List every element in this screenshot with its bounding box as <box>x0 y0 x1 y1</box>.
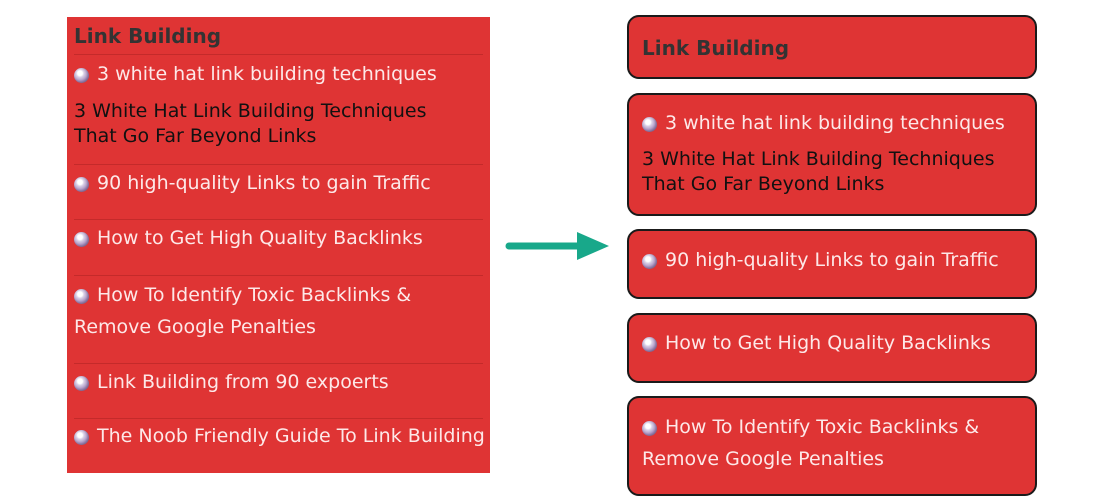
post-link-text[interactable]: Link Building from 90 expoerts <box>97 371 389 393</box>
post-link[interactable]: 90 high-quality Links to gain Traffic <box>642 247 1025 273</box>
list-item: Link Building from 90 expoerts <box>74 364 483 419</box>
list-item: 3 white hat link building techniques 3 W… <box>74 55 483 165</box>
widget-title-card: Link Building <box>627 15 1037 79</box>
post-link-text-cont[interactable]: Remove Google Penalties <box>74 316 316 338</box>
post-link[interactable]: How to Get High Quality Backlinks <box>642 330 1025 356</box>
post-link-text[interactable]: How to Get High Quality Backlinks <box>665 332 991 354</box>
globe-icon <box>74 288 89 304</box>
post-card: 90 high-quality Links to gain Traffic <box>627 229 1037 299</box>
arrow-right-icon <box>505 232 609 260</box>
post-card: How To Identify Toxic Backlinks & Remove… <box>627 396 1037 496</box>
globe-icon <box>642 336 657 352</box>
globe-icon <box>74 176 89 192</box>
post-link-text[interactable]: How To Identify Toxic Backlinks & <box>665 416 980 438</box>
list-item: 90 high-quality Links to gain Traffic <box>74 165 483 220</box>
post-link[interactable]: 90 high-quality Links to gain Traffic <box>74 170 483 196</box>
post-link-text[interactable]: How To Identify Toxic Backlinks & <box>97 284 412 306</box>
post-excerpt: 3 White Hat Link Building Techniques Tha… <box>642 148 995 195</box>
post-link[interactable]: The Noob Friendly Guide To Link Building <box>74 423 485 449</box>
list-item: The Noob Friendly Guide To Link Building <box>74 419 485 449</box>
list-item: How To Identify Toxic Backlinks & Remove… <box>74 276 483 364</box>
globe-icon <box>74 375 89 391</box>
globe-icon <box>74 429 89 445</box>
post-link-text[interactable]: How to Get High Quality Backlinks <box>97 227 423 249</box>
post-card: How to Get High Quality Backlinks <box>627 313 1037 383</box>
post-link-text[interactable]: 90 high-quality Links to gain Traffic <box>665 249 999 271</box>
post-link[interactable]: How To Identify Toxic Backlinks & <box>642 414 1025 440</box>
globe-icon <box>642 253 657 269</box>
globe-icon <box>74 67 89 83</box>
globe-icon <box>74 231 89 247</box>
post-link-text[interactable]: 3 white hat link building techniques <box>665 112 1005 134</box>
post-link[interactable]: 3 white hat link building techniques <box>642 110 1025 136</box>
post-card: 3 white hat link building techniques 3 W… <box>627 93 1037 216</box>
post-link-text-cont[interactable]: Remove Google Penalties <box>642 448 884 470</box>
post-link[interactable]: How to Get High Quality Backlinks <box>74 225 483 251</box>
globe-icon <box>642 116 657 132</box>
globe-icon <box>642 420 657 436</box>
post-link[interactable]: Link Building from 90 expoerts <box>74 369 483 395</box>
post-link[interactable]: 3 white hat link building techniques <box>74 61 483 87</box>
widget-before: Link Building 3 white hat link building … <box>67 17 490 473</box>
list-item: How to Get High Quality Backlinks <box>74 220 483 276</box>
post-link-text[interactable]: 90 high-quality Links to gain Traffic <box>97 172 431 194</box>
widget-title: Link Building <box>74 21 483 55</box>
post-excerpt: 3 White Hat Link Building Techniques Tha… <box>74 100 427 147</box>
post-link-text[interactable]: 3 white hat link building techniques <box>97 63 437 85</box>
widget-title: Link Building <box>642 36 790 60</box>
post-link[interactable]: How To Identify Toxic Backlinks & <box>74 282 483 308</box>
post-link-text[interactable]: The Noob Friendly Guide To Link Building <box>97 425 485 447</box>
